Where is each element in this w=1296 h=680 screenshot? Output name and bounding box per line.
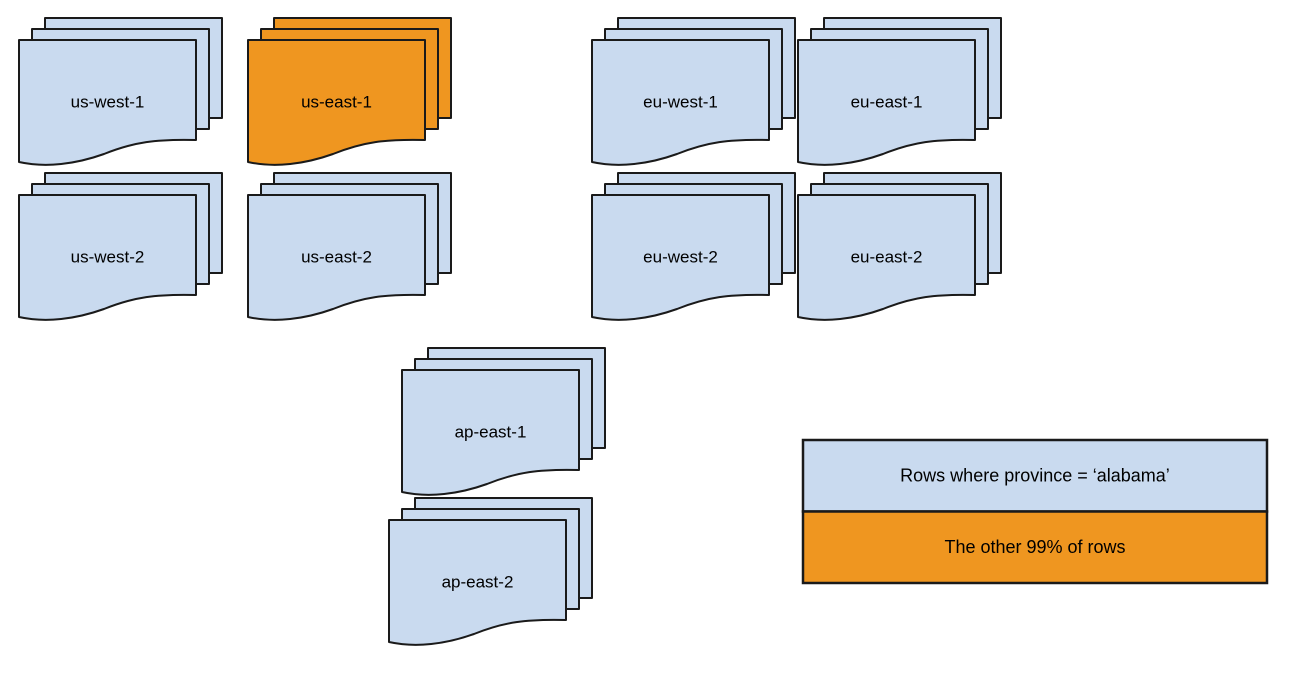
region-label-us-east-1: us-east-1	[301, 92, 372, 111]
region-label-eu-west-1: eu-west-1	[643, 92, 718, 111]
region-label-us-west-2: us-west-2	[71, 247, 145, 266]
legend-label-legend-highlight: The other 99% of rows	[944, 537, 1125, 557]
region-stack-ap-east-1[interactable]: ap-east-1	[401, 347, 606, 496]
document-sheet-front	[247, 194, 426, 321]
region-stack-us-east-2[interactable]: us-east-2	[247, 172, 452, 321]
region-label-eu-west-2: eu-west-2	[643, 247, 718, 266]
region-label-ap-east-2: ap-east-2	[442, 572, 514, 591]
region-label-eu-east-1: eu-east-1	[851, 92, 923, 111]
document-sheet-front	[591, 194, 770, 321]
region-label-ap-east-1: ap-east-1	[455, 422, 527, 441]
region-stack-eu-west-1[interactable]: eu-west-1	[591, 17, 796, 166]
region-label-us-east-2: us-east-2	[301, 247, 372, 266]
region-stack-ap-east-2[interactable]: ap-east-2	[388, 497, 593, 646]
document-sheet-front	[18, 39, 197, 166]
stacks-layer: us-west-1 us-east-1 eu-west-1 eu-east-1 us-w…	[18, 17, 1002, 646]
document-sheet-front	[247, 39, 426, 166]
legend-label-legend-normal: Rows where province = ‘alabama’	[900, 466, 1170, 486]
region-stack-us-west-2[interactable]: us-west-2	[18, 172, 223, 321]
document-sheet-front	[797, 194, 976, 321]
region-stack-us-west-1[interactable]: us-west-1	[18, 17, 223, 166]
region-stack-us-east-1[interactable]: us-east-1	[247, 17, 452, 166]
document-sheet-front	[797, 39, 976, 166]
document-sheet-front	[591, 39, 770, 166]
region-label-eu-east-2: eu-east-2	[851, 247, 923, 266]
region-stack-eu-east-2[interactable]: eu-east-2	[797, 172, 1002, 321]
document-sheet-front	[388, 519, 567, 646]
legend: Rows where province = ‘alabama’ The other…	[801, 438, 1269, 585]
region-label-us-west-1: us-west-1	[71, 92, 145, 111]
document-sheet-front	[18, 194, 197, 321]
legend-swatch-legend-normal	[801, 438, 1269, 513]
region-stack-eu-east-1[interactable]: eu-east-1	[797, 17, 1002, 166]
document-sheet-front	[401, 369, 580, 496]
legend-swatch-legend-highlight	[801, 510, 1269, 585]
region-stack-eu-west-2[interactable]: eu-west-2	[591, 172, 796, 321]
